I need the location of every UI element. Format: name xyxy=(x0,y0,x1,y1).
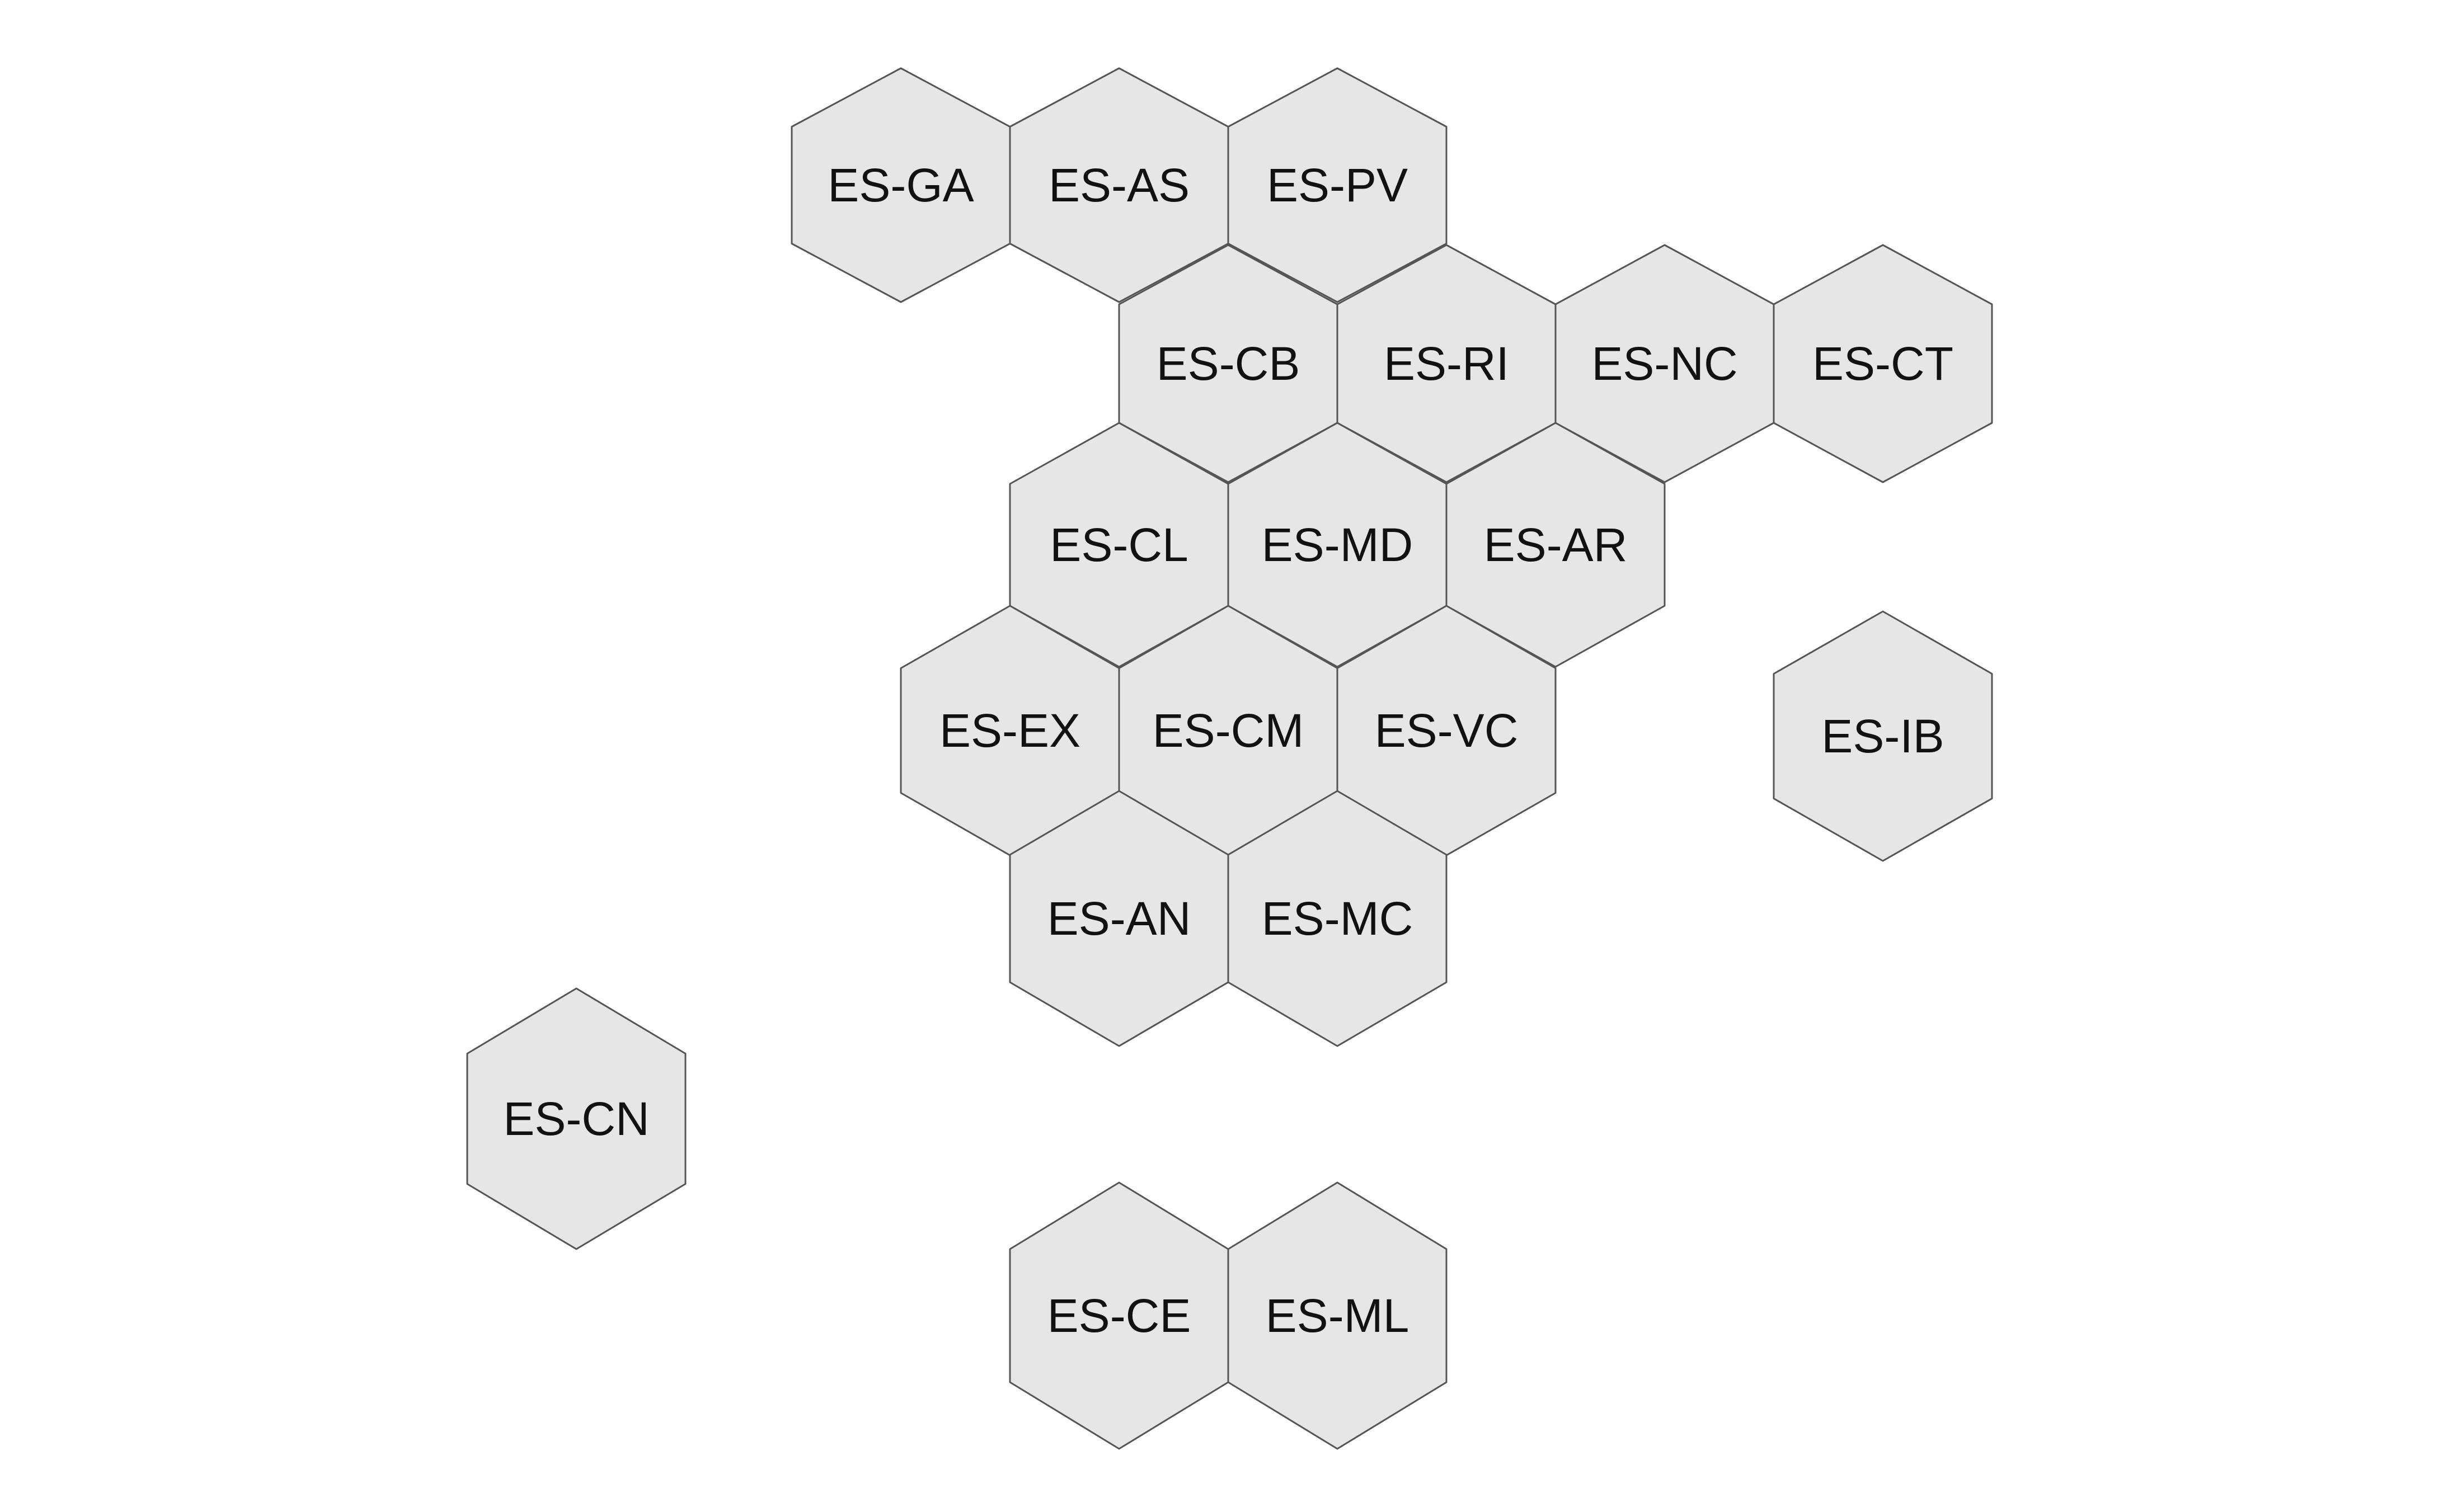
hex-label-es-ex: ES-EX xyxy=(939,704,1080,757)
hex-label-es-md: ES-MD xyxy=(1262,519,1413,571)
hex-shape-es-mc[interactable] xyxy=(1227,790,1448,1047)
hex-shape-es-ml[interactable] xyxy=(1227,1181,1448,1450)
hex-shape-es-pv[interactable] xyxy=(1227,67,1448,303)
hex-label-es-pv: ES-PV xyxy=(1267,159,1408,211)
hex-tile-es-ar[interactable]: ES-AR xyxy=(1445,422,1666,668)
hex-tile-es-cb[interactable]: ES-CB xyxy=(1118,244,1338,483)
hex-label-es-mc: ES-MC xyxy=(1262,892,1413,945)
hex-tile-es-cl[interactable]: ES-CL xyxy=(1009,422,1229,668)
hex-label-es-nc: ES-NC xyxy=(1591,337,1737,390)
hex-label-es-cm: ES-CM xyxy=(1153,704,1304,757)
hex-tile-es-ex[interactable]: ES-EX xyxy=(900,605,1120,856)
hex-label-es-ri: ES-RI xyxy=(1384,337,1509,390)
hex-tile-es-mc[interactable]: ES-MC xyxy=(1227,790,1448,1047)
hex-shape-es-cn[interactable] xyxy=(466,987,687,1250)
hex-label-es-cl: ES-CL xyxy=(1050,519,1188,571)
hex-label-es-ct: ES-CT xyxy=(1812,337,1953,390)
hex-tile-es-ce[interactable]: ES-CE xyxy=(1009,1181,1229,1450)
hex-tile-es-pv[interactable]: ES-PV xyxy=(1227,67,1448,303)
hex-label-es-cb: ES-CB xyxy=(1157,337,1300,390)
hex-label-es-cn: ES-CN xyxy=(503,1092,649,1145)
hex-tile-es-md[interactable]: ES-MD xyxy=(1227,422,1448,668)
hex-tile-es-an[interactable]: ES-AN xyxy=(1009,790,1229,1047)
hex-label-es-ga: ES-GA xyxy=(828,159,974,211)
hex-shape-es-ib[interactable] xyxy=(1773,610,1993,862)
hex-tile-es-ml[interactable]: ES-ML xyxy=(1227,1181,1448,1450)
hex-tile-es-ct[interactable]: ES-CT xyxy=(1773,244,1993,483)
hex-label-es-an: ES-AN xyxy=(1047,892,1191,945)
hex-label-es-ib: ES-IB xyxy=(1821,710,1944,762)
hex-shape-es-ct[interactable] xyxy=(1773,244,1993,483)
hex-label-es-as: ES-AS xyxy=(1049,159,1190,211)
hex-tile-es-ga[interactable]: ES-GA xyxy=(791,67,1011,303)
hex-tile-es-nc[interactable]: ES-NC xyxy=(1554,244,1775,483)
hex-tile-es-cm[interactable]: ES-CM xyxy=(1118,605,1338,856)
hex-label-es-ce: ES-CE xyxy=(1047,1289,1191,1342)
hex-label-es-vc: ES-VC xyxy=(1375,704,1519,757)
hex-tile-es-cn[interactable]: ES-CN xyxy=(466,987,687,1250)
hex-label-es-ml: ES-ML xyxy=(1266,1289,1409,1342)
hex-label-es-ar: ES-AR xyxy=(1484,519,1628,571)
hex-shape-es-ar[interactable] xyxy=(1445,422,1666,668)
hex-tile-es-ri[interactable]: ES-RI xyxy=(1336,244,1557,483)
hex-tile-es-ib[interactable]: ES-IB xyxy=(1773,610,1993,862)
